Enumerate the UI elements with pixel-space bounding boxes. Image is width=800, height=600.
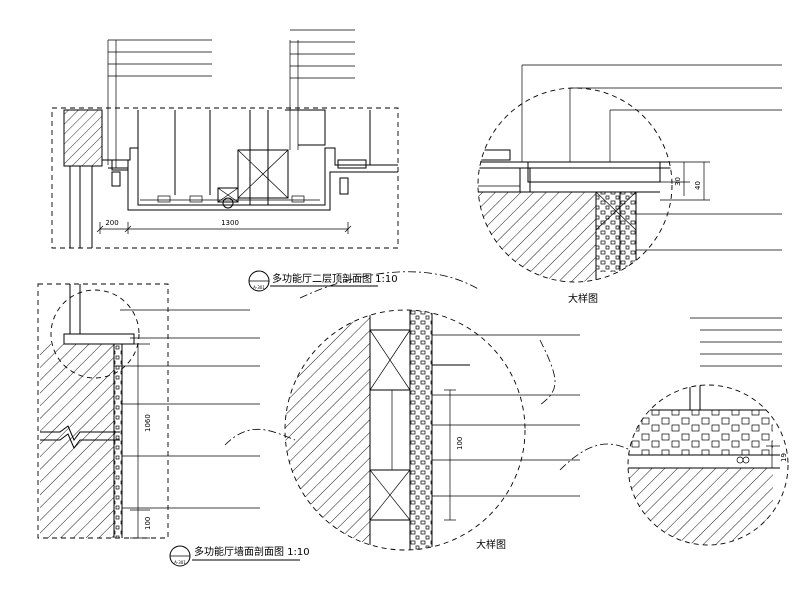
light-fixture-icon [222, 197, 234, 209]
detail-boundary-circle [627, 384, 789, 546]
detail-boundary-circle [284, 309, 526, 551]
top-cap [63, 333, 135, 345]
section-tag: A-301 [253, 285, 265, 290]
ceiling-section-view: 200 1300 A-301 多功能厅二层顶剖面图 1:10 [51, 29, 399, 292]
callout-connector [559, 443, 631, 471]
detail-boundary-circle [477, 87, 673, 283]
dim-label-100: 100 [144, 517, 152, 530]
concrete-wall [64, 110, 102, 166]
callout-connector [224, 428, 296, 446]
callout-circle [50, 289, 140, 379]
section-boundary [37, 283, 169, 539]
dim-label-30: 30 [674, 177, 682, 186]
section-boundary [51, 107, 399, 249]
section-title-group: A-301 多功能厅墙面剖面图 1:10 [169, 545, 310, 567]
dim-label-1300: 1300 [221, 219, 239, 227]
callout-connector [299, 271, 481, 299]
detail-circle-middle: 100 大样图 [284, 309, 580, 551]
dim-label-19: 19 [780, 453, 788, 462]
section-title-group: A-301 多功能厅二层顶剖面图 1:10 [248, 270, 398, 292]
section-tag: A-301 [174, 560, 186, 565]
detail-circle-right: 19 [627, 317, 789, 546]
detail-title-top: 大样图 [568, 292, 598, 305]
dim-label-100: 100 [456, 437, 464, 450]
stone-slab [527, 161, 661, 183]
section-title: 多功能厅二层顶剖面图 1:10 [272, 272, 398, 285]
detail-title-middle: 大样图 [476, 538, 506, 551]
detail-circle-top: 30 40 大样图 [477, 64, 782, 305]
wall-section-view: 1060 100 A-301 多功能厅墙面剖面图 1:10 [37, 283, 310, 567]
section-title: 多功能厅墙面剖面图 1:10 [194, 545, 310, 558]
callout-connector [539, 339, 556, 406]
dim-label-40: 40 [694, 181, 702, 190]
dim-label-1060: 1060 [144, 414, 152, 432]
concrete-wall [40, 344, 114, 538]
junction-box [237, 149, 289, 199]
dim-label-200: 200 [105, 219, 118, 227]
